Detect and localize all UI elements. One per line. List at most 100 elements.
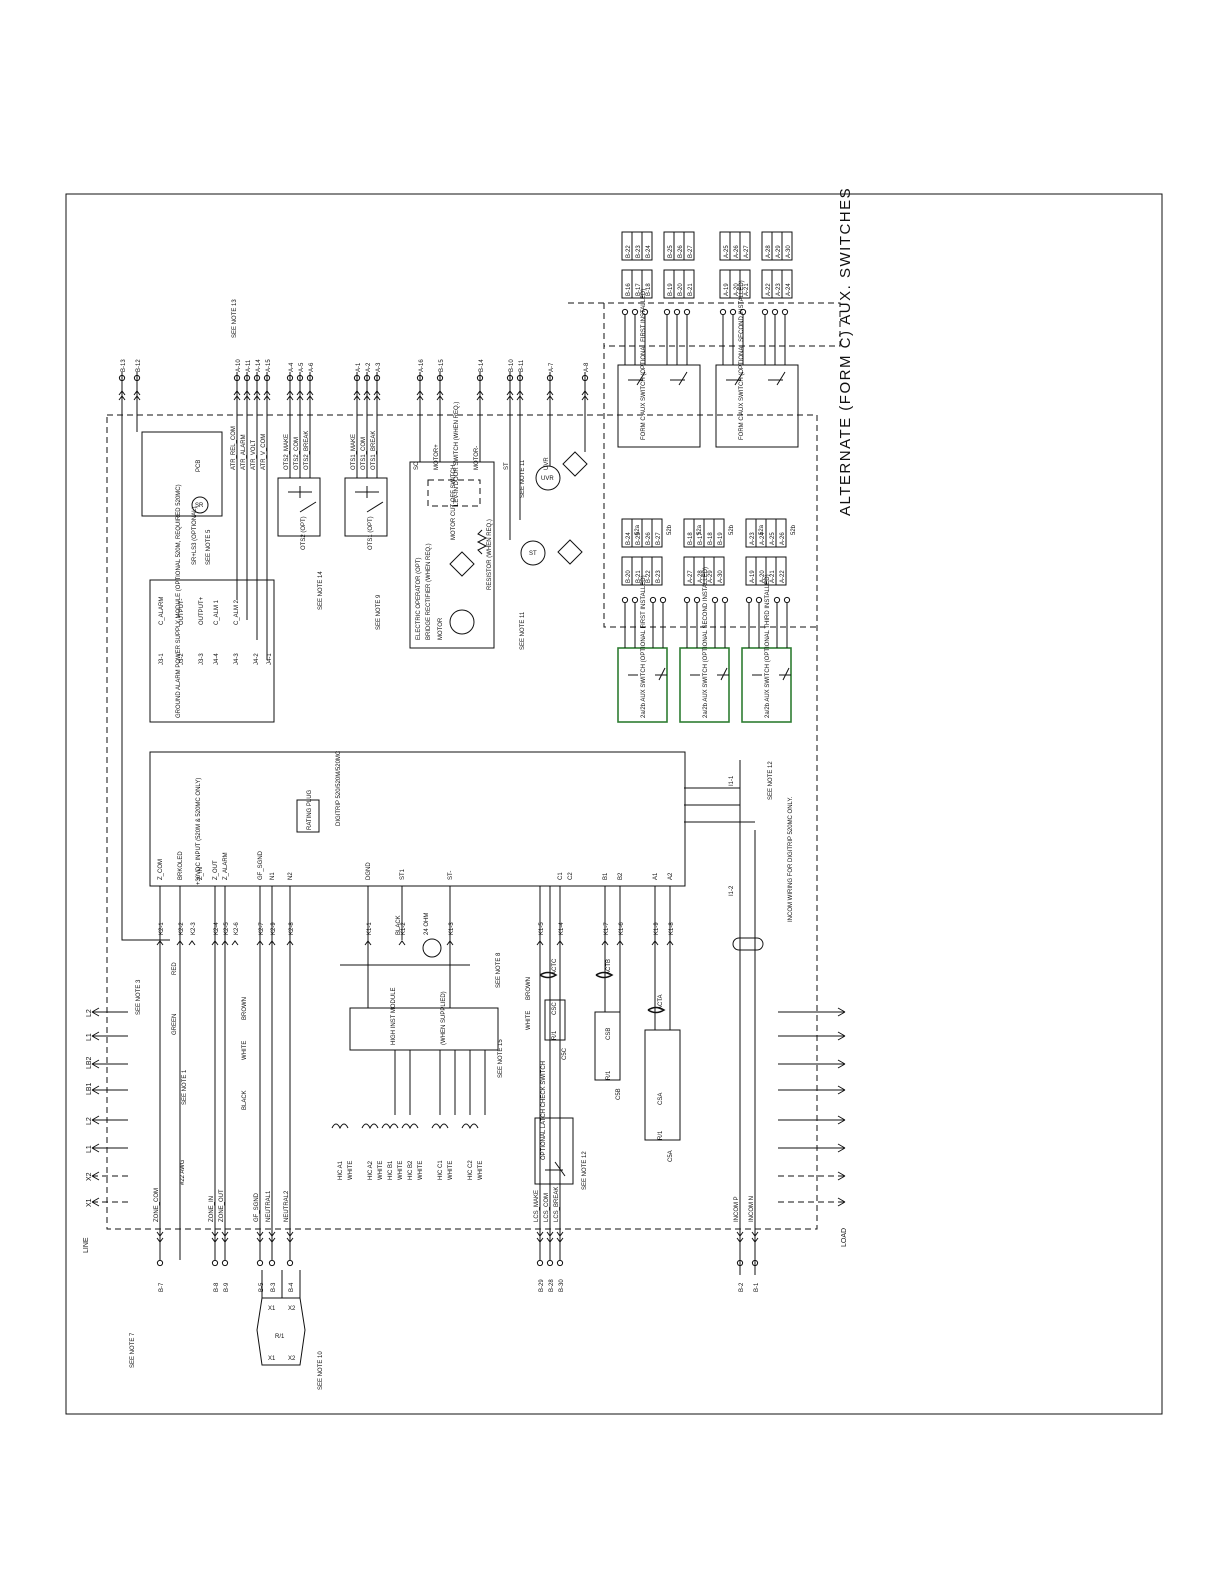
terminal-node [773, 596, 781, 604]
aux-formc-terminal: B-26 [678, 245, 684, 258]
ground-alarm-signal: C_ALM 1 [214, 599, 220, 625]
top-signal-label: UVR [544, 457, 550, 470]
digitrip-pin-label: BRKOLED [178, 851, 184, 880]
hic-label: HIC C1 [438, 1160, 444, 1180]
top-terminal-label: B-13 [121, 359, 127, 372]
sheet-border [65, 193, 1163, 1415]
terminal-node [536, 1259, 544, 1267]
hic-label: WHITE [418, 1161, 424, 1180]
aux-52b-first [617, 647, 668, 723]
breaker-boundary [106, 414, 818, 1230]
top-signal-label: MOTOR- [474, 446, 480, 470]
k-pin-label: K2-3 [191, 922, 197, 935]
hic-label: HIC B1 [388, 1160, 394, 1180]
bottom-signal-label: NEUTRAL2 [284, 1190, 290, 1222]
top-terminal-label: A-8 [584, 362, 590, 372]
aux-52b-third [741, 647, 792, 723]
top-terminal-label: A-2 [366, 362, 372, 372]
k-pin-label: K1-2 [401, 922, 407, 935]
k-pin-label: K2-7 [259, 922, 265, 935]
aux-formc-terminal: B-16 [626, 283, 632, 296]
aux-formc-terminal: A-19 [724, 283, 730, 296]
digitrip-pin-label: C1 [558, 872, 564, 880]
ground-alarm-pin: J3-3 [199, 653, 205, 665]
terminal-node [721, 596, 729, 604]
wire-color-label: WHITE [242, 1041, 248, 1060]
note-5: SEE NOTE 5 [206, 529, 212, 565]
digitrip-pin-label: A1 [653, 872, 659, 880]
top-terminal-label: A-4 [289, 362, 295, 372]
aux-formc-terminal: B-20 [678, 283, 684, 296]
aux-52b-terminal: B-18 [708, 532, 714, 545]
incom-note: INCOM WIRING FOR DIGITRIP 520MC ONLY. [788, 796, 794, 922]
aux-formc-terminal: B-19 [668, 283, 674, 296]
lev-in-label: LEV-IN DOOR SWITCH (WHEN REQ.) [454, 402, 460, 506]
bottom-terminal-label: B-2 [739, 1282, 745, 1292]
bottom-signal-label: ZONE_OUT [219, 1189, 225, 1222]
top-signal-label: ATR_REL_COM [231, 426, 237, 470]
top-terminal-label: B-14 [479, 359, 485, 372]
line-terminal-label: L1 [86, 1033, 93, 1041]
bottom-terminal-label: B-3 [271, 1282, 277, 1292]
terminal-node [211, 1259, 219, 1267]
wire-color-label: BROWN [242, 997, 248, 1020]
digitrip-pin-label: DGND [366, 862, 372, 880]
terminal-node [745, 596, 753, 604]
top-signal-label: OTS1_MAKE [351, 434, 357, 470]
aux-formc-terminal: A-24 [786, 283, 792, 296]
bottom-signal-label: GF_SGND [254, 1192, 260, 1222]
aux-formc-terminal: B-21 [688, 283, 694, 296]
top-signal-label: OTS2_BREAK [304, 431, 310, 470]
ct-label: C5B [616, 1088, 622, 1100]
aux-52b-terminal: B-19 [718, 532, 724, 545]
aux-formc-terminal: A-29 [776, 245, 782, 258]
top-signal-label: OTS1_COM [361, 437, 367, 470]
note-8: SEE NOTE 8 [496, 952, 502, 988]
note-12b: SEE NOTE 12 [768, 761, 774, 800]
terminal-node [683, 596, 691, 604]
ct-label: CSC [552, 1002, 558, 1015]
k-pin-label: K2-1 [159, 922, 165, 935]
aux-formc-terminal: A-23 [776, 283, 782, 296]
aux-formc-terminal: A-28 [766, 245, 772, 258]
aux-formc-terminal: B-22 [626, 245, 632, 258]
terminal-node [693, 596, 701, 604]
aux-formc-terminal: B-18 [646, 283, 652, 296]
terminal-node [683, 308, 691, 316]
digitrip-pin-label: B2 [618, 872, 624, 880]
motor-label: MOTOR [438, 617, 444, 640]
bottom-signal-label: LCS_COM [544, 1193, 550, 1222]
aux-formc-terminal: B-24 [646, 245, 652, 258]
aux-52b-terminal: A-19 [750, 570, 756, 583]
aux-52b-first-label: 2a/2b AUX SWITCH (OPTIONAL FIRST INSTALL… [641, 575, 647, 718]
terminal-node [546, 1259, 554, 1267]
svg-text:R/1: R/1 [275, 1334, 285, 1340]
k-pin-label: K2-6 [234, 922, 240, 935]
terminal-node [268, 1259, 276, 1267]
ct-label: CSB [606, 1028, 612, 1040]
digitrip-unit [149, 751, 686, 887]
line-terminal-label: LB1 [86, 1082, 93, 1095]
latch-check-switch [534, 1117, 574, 1185]
top-signal-label: ATR_ALARM [241, 434, 247, 470]
bottom-terminal-label: B-29 [539, 1279, 545, 1292]
top-terminal-label: B-10 [509, 359, 515, 372]
line-terminal-label: X2 [86, 1172, 93, 1181]
terminal-node [755, 596, 763, 604]
ct-label: R/1 [606, 1070, 612, 1080]
aux-52b-terminal: A-21 [770, 570, 776, 583]
k-pin-label: K1-9 [654, 922, 660, 935]
digitrip-pin-label: A2 [668, 872, 674, 880]
aux-52b-terminal: B-26 [646, 532, 652, 545]
terminal-node [256, 1259, 264, 1267]
aux-52b-terminal: B-24 [626, 532, 632, 545]
bottom-terminal-label: B-8 [214, 1282, 220, 1292]
digitrip-pin-label: Z_IN [198, 867, 204, 880]
digitrip-pin-label: ST- [448, 871, 454, 880]
aux-52b-terminal: B-17 [698, 532, 704, 545]
aux-52b-terminal: A-27 [688, 570, 694, 583]
